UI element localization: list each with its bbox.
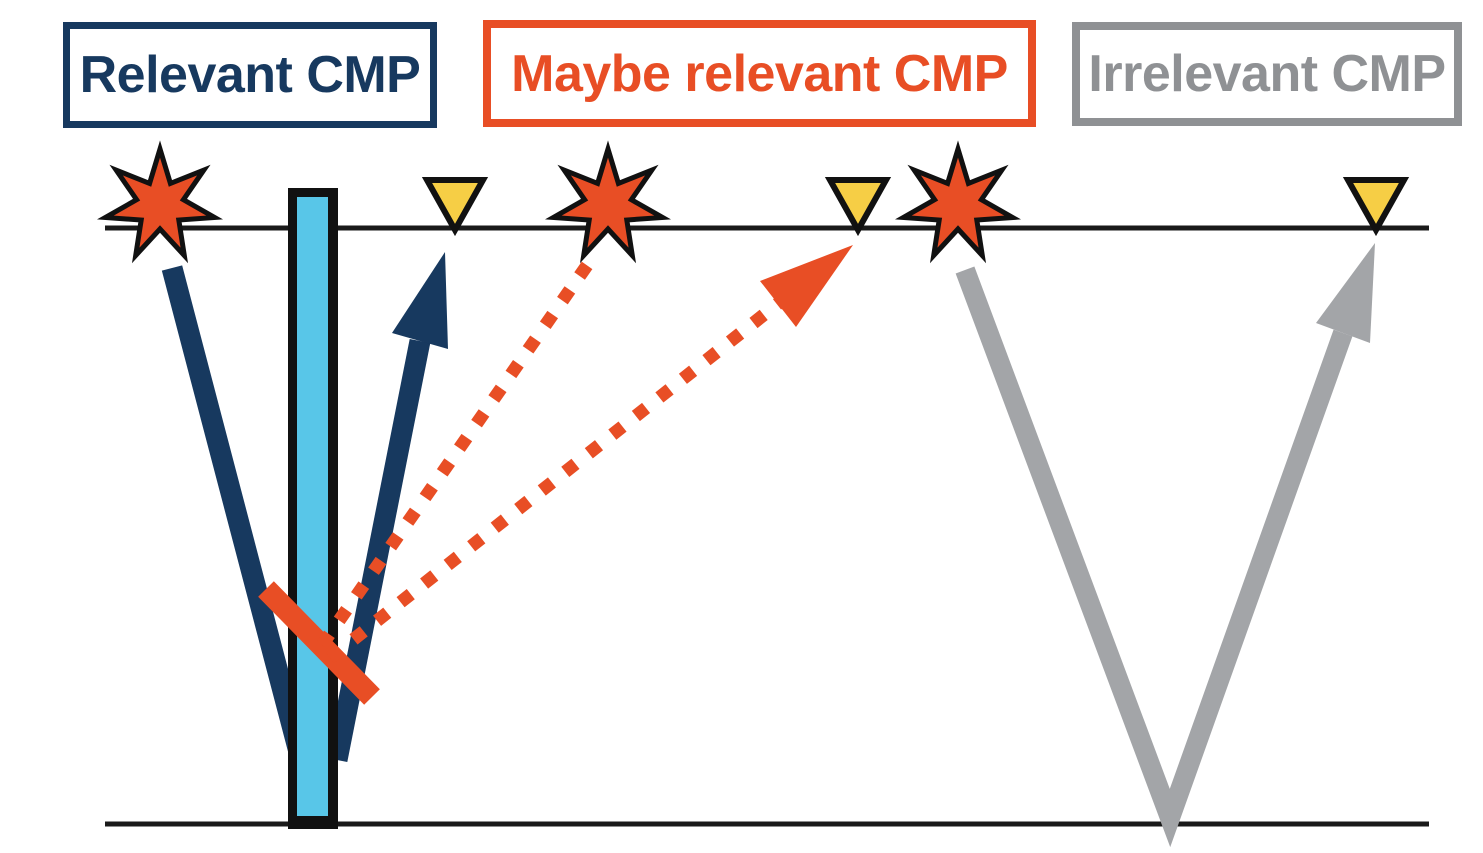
borehole-fill	[297, 197, 328, 816]
legend-irrelevant-cmp: Irrelevant CMP	[1072, 22, 1462, 126]
burst-source-icon-3	[894, 140, 1022, 264]
triangle-receiver-icon-3	[1342, 177, 1410, 237]
irrelevant-raypath	[955, 266, 1353, 848]
triangle-receiver-icon-1	[421, 177, 489, 237]
legend-relevant-cmp-label: Relevant CMP	[79, 46, 421, 104]
legend-irrelevant-cmp-label: Irrelevant CMP	[1088, 45, 1446, 103]
legend-maybe-relevant-cmp-label: Maybe relevant CMP	[511, 44, 1008, 103]
relevant-ray-arrowhead-icon	[392, 252, 448, 349]
triangle-receiver-icon-2	[824, 177, 892, 237]
maybe-ray-arrowhead-icon	[760, 245, 853, 327]
irrelevant-ray-arrowhead-icon	[1316, 243, 1375, 343]
legend-maybe-relevant-cmp: Maybe relevant CMP	[483, 20, 1036, 127]
relevant-ray-downgoing-leg	[161, 265, 316, 778]
legend-relevant-cmp: Relevant CMP	[63, 22, 437, 128]
burst-source-icon-2	[544, 140, 672, 264]
reflector-segment	[258, 581, 380, 705]
maybe-ray-to-source	[316, 260, 594, 649]
maybe-ray-to-receiver	[325, 296, 785, 664]
relevant-ray-upgoing-leg	[326, 338, 431, 763]
burst-source-icon-1	[96, 140, 224, 264]
